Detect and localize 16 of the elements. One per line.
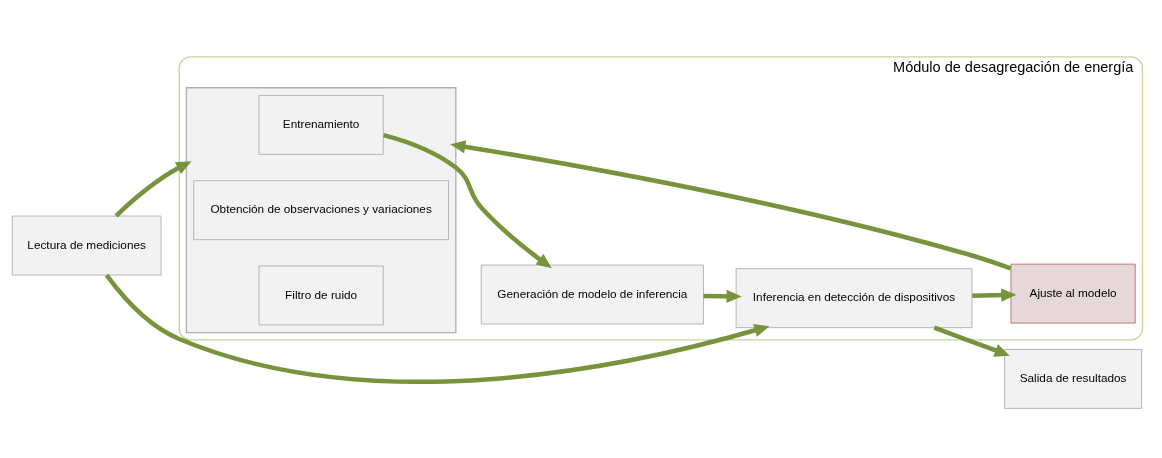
- node-box: Salida de resultados: [1004, 348, 1143, 409]
- node-box: Inferencia en detección de dispositivos: [735, 268, 973, 329]
- node-box: Generación de modelo de inferencia: [480, 264, 704, 325]
- node-box: Lectura de mediciones: [11, 215, 162, 276]
- node-box: Obtención de observaciones y variaciones: [193, 180, 450, 241]
- node-box: Entrenamiento: [258, 94, 384, 155]
- node-box: Filtro de ruido: [258, 265, 384, 326]
- cluster: [185, 87, 457, 334]
- arrow: [972, 288, 1017, 302]
- arrow: [114, 161, 192, 218]
- arrow: [933, 325, 1010, 357]
- arrow: [703, 289, 742, 304]
- node-box: Ajuste al modelo: [1010, 263, 1136, 324]
- arrow: [450, 140, 1012, 271]
- arrow: [104, 273, 770, 384]
- arrow: [382, 132, 552, 269]
